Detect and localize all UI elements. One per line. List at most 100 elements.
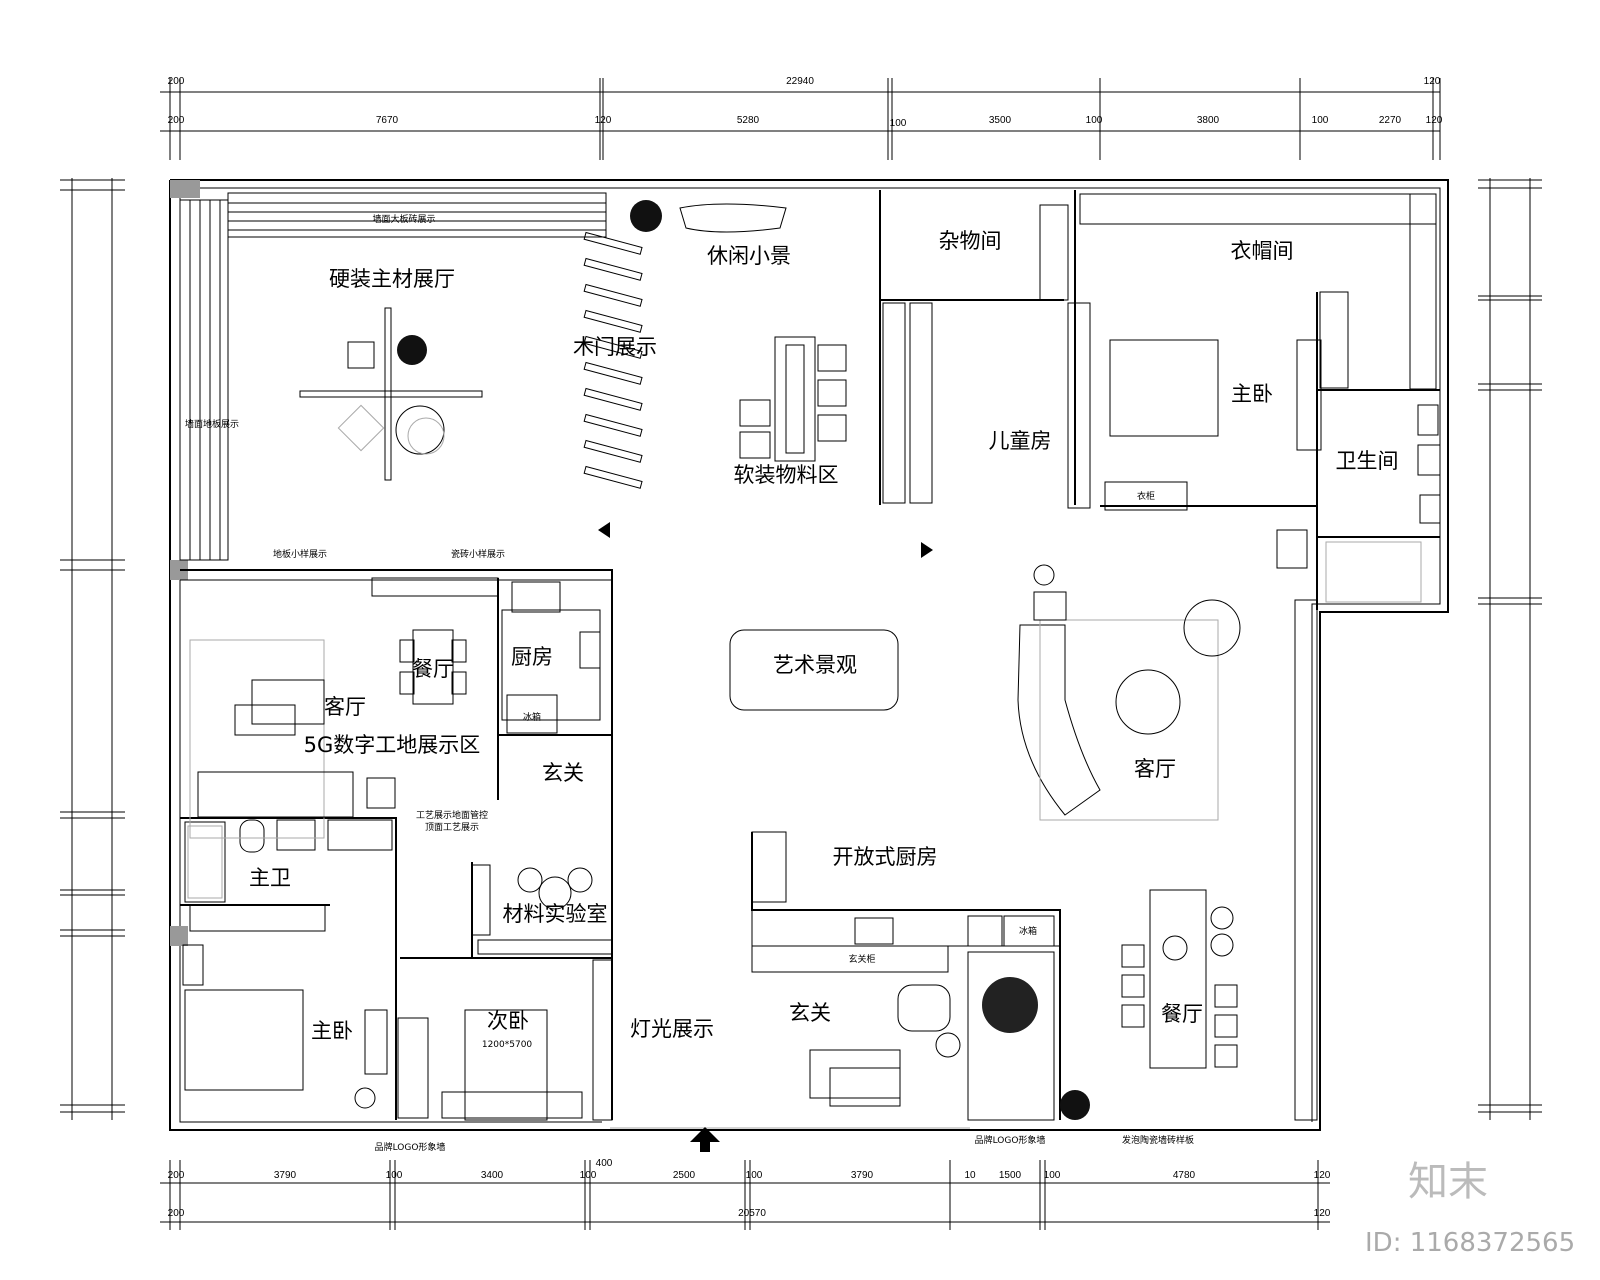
watermark: 知末 ID: 1168372565 bbox=[1365, 1159, 1575, 1258]
direction-arrow-icon bbox=[921, 542, 933, 558]
room-label: 餐厅 bbox=[412, 657, 454, 681]
dim-label: 100 bbox=[890, 118, 907, 129]
door-sample bbox=[583, 309, 643, 333]
small-label: 瓷砖小样展示 bbox=[451, 548, 505, 560]
small-label: 衣柜 bbox=[1137, 490, 1155, 502]
dim-label: 20570 bbox=[738, 1208, 766, 1219]
bottom-dimensions: 200 3790 100 3400 100 400 2500 100 3790 … bbox=[160, 1158, 1331, 1230]
door-sample bbox=[583, 361, 643, 385]
dim-label: 10 bbox=[964, 1170, 976, 1181]
small-label: 墙面大板砖展示 bbox=[372, 213, 435, 225]
small-label: 顶面工艺展示 bbox=[425, 822, 479, 833]
outer-walls bbox=[169, 179, 1449, 1131]
dim-label: 3800 bbox=[1197, 115, 1220, 126]
right-living-furniture bbox=[598, 522, 1241, 1152]
dim-label: 2270 bbox=[1379, 115, 1402, 126]
wall-tile-display-rack bbox=[179, 192, 607, 561]
dim-label: 200 bbox=[168, 115, 185, 126]
room-label: 休闲小景 bbox=[707, 244, 791, 268]
watermark-logo: 知末 bbox=[1408, 1159, 1488, 1205]
dim-label: 100 bbox=[580, 1170, 597, 1181]
dim-label: 200 bbox=[168, 76, 185, 87]
room-label: 厨房 bbox=[511, 645, 553, 669]
dim-label: 100 bbox=[1086, 115, 1103, 126]
dim-label: 4780 bbox=[1173, 1170, 1196, 1181]
dim-label: 200 bbox=[168, 1170, 185, 1181]
dim-label: 100 bbox=[746, 1170, 763, 1181]
room-label: 卫生间 bbox=[1336, 449, 1399, 473]
room-label: 客厅 bbox=[324, 695, 366, 719]
dim-label: 3500 bbox=[989, 115, 1012, 126]
dim-label: 5280 bbox=[737, 115, 760, 126]
column bbox=[170, 926, 188, 946]
plant-icon bbox=[1060, 1090, 1090, 1120]
dim-label: 120 bbox=[595, 115, 612, 126]
plant-icon bbox=[397, 335, 427, 365]
right-unit-walls bbox=[879, 190, 1441, 1121]
door-sample bbox=[583, 439, 643, 463]
door-sample bbox=[583, 283, 643, 307]
door-sample bbox=[583, 465, 643, 489]
dim-label: 1500 bbox=[999, 1170, 1022, 1181]
room-label: 灯光展示 bbox=[630, 1017, 714, 1041]
room-label: 软装物料区 bbox=[734, 463, 839, 487]
entrance-arrow-icon bbox=[690, 1127, 720, 1152]
dim-label: 3790 bbox=[851, 1170, 874, 1181]
room-label: 玄关 bbox=[542, 761, 584, 785]
small-label: 工艺展示地面管控 bbox=[416, 809, 488, 821]
watermark-id: ID: 1168372565 bbox=[1365, 1228, 1575, 1258]
small-label: 墙面地板展示 bbox=[185, 418, 239, 430]
door-sample bbox=[583, 387, 643, 411]
room-label: 开放式厨房 bbox=[833, 845, 938, 869]
room-label: 硬装主材展厅 bbox=[329, 267, 455, 291]
column bbox=[170, 180, 200, 198]
small-label: 发泡陶瓷墙砖样板 bbox=[1122, 1134, 1194, 1146]
dim-label: 120 bbox=[1424, 76, 1441, 87]
soft-materials-furniture bbox=[630, 200, 899, 711]
dim-label: 120 bbox=[1314, 1170, 1331, 1181]
room-label: 木门展示 bbox=[573, 335, 657, 359]
room-label: 主卧 bbox=[311, 1019, 353, 1043]
direction-arrow-icon bbox=[598, 522, 610, 538]
room-label: 艺术景观 bbox=[773, 653, 857, 677]
room-label: 儿童房 bbox=[989, 429, 1052, 453]
room-label: 玄关 bbox=[789, 1001, 831, 1025]
room-label: 主卫 bbox=[249, 866, 291, 890]
dim-label: 2500 bbox=[673, 1170, 696, 1181]
right-dimensions bbox=[1478, 178, 1542, 1120]
dim-label: 100 bbox=[1044, 1170, 1061, 1181]
room-label: 衣帽间 bbox=[1231, 239, 1294, 263]
door-sample bbox=[583, 335, 643, 359]
dim-label: 400 bbox=[596, 1158, 613, 1169]
left-unit-walls bbox=[180, 569, 613, 1121]
cross-partition bbox=[299, 307, 483, 481]
wood-door-samples bbox=[583, 231, 643, 489]
dim-label: 7670 bbox=[376, 115, 399, 126]
room-label: 5G数字工地展示区 bbox=[304, 733, 481, 757]
room-label: 材料实验室 bbox=[503, 902, 608, 926]
dim-label: 22940 bbox=[786, 76, 814, 87]
door-sample bbox=[583, 257, 643, 281]
small-label: 1200*5700 bbox=[482, 1040, 533, 1050]
room-label: 杂物间 bbox=[939, 229, 1002, 253]
column bbox=[170, 560, 188, 580]
left-dimensions bbox=[60, 178, 125, 1120]
small-label: 品牌LOGO形象墙 bbox=[975, 1134, 1046, 1146]
plant-icon bbox=[630, 200, 662, 232]
dim-label: 3790 bbox=[274, 1170, 297, 1181]
door-sample bbox=[583, 413, 643, 437]
dim-label: 3400 bbox=[481, 1170, 504, 1181]
dim-label: 200 bbox=[168, 1208, 185, 1219]
door-sample bbox=[583, 231, 643, 255]
top-dimensions: 200 22940 120 200 7670 120 5280 100 3500… bbox=[160, 76, 1443, 160]
dim-label: 100 bbox=[386, 1170, 403, 1181]
room-label: 客厅 bbox=[1134, 757, 1176, 781]
small-label: 冰箱 bbox=[523, 711, 541, 723]
room-label: 次卧 bbox=[487, 1009, 529, 1033]
small-label: 品牌LOGO形象墙 bbox=[375, 1141, 446, 1153]
room-label: 餐厅 bbox=[1161, 1002, 1203, 1026]
room-label: 主卧 bbox=[1231, 382, 1273, 406]
plant-icon bbox=[982, 977, 1038, 1033]
room-labels: 硬装主材展厅 休闲小景 木门展示 软装物料区 墙面大板砖展示 墙面地板展示 地板… bbox=[185, 213, 1399, 1153]
